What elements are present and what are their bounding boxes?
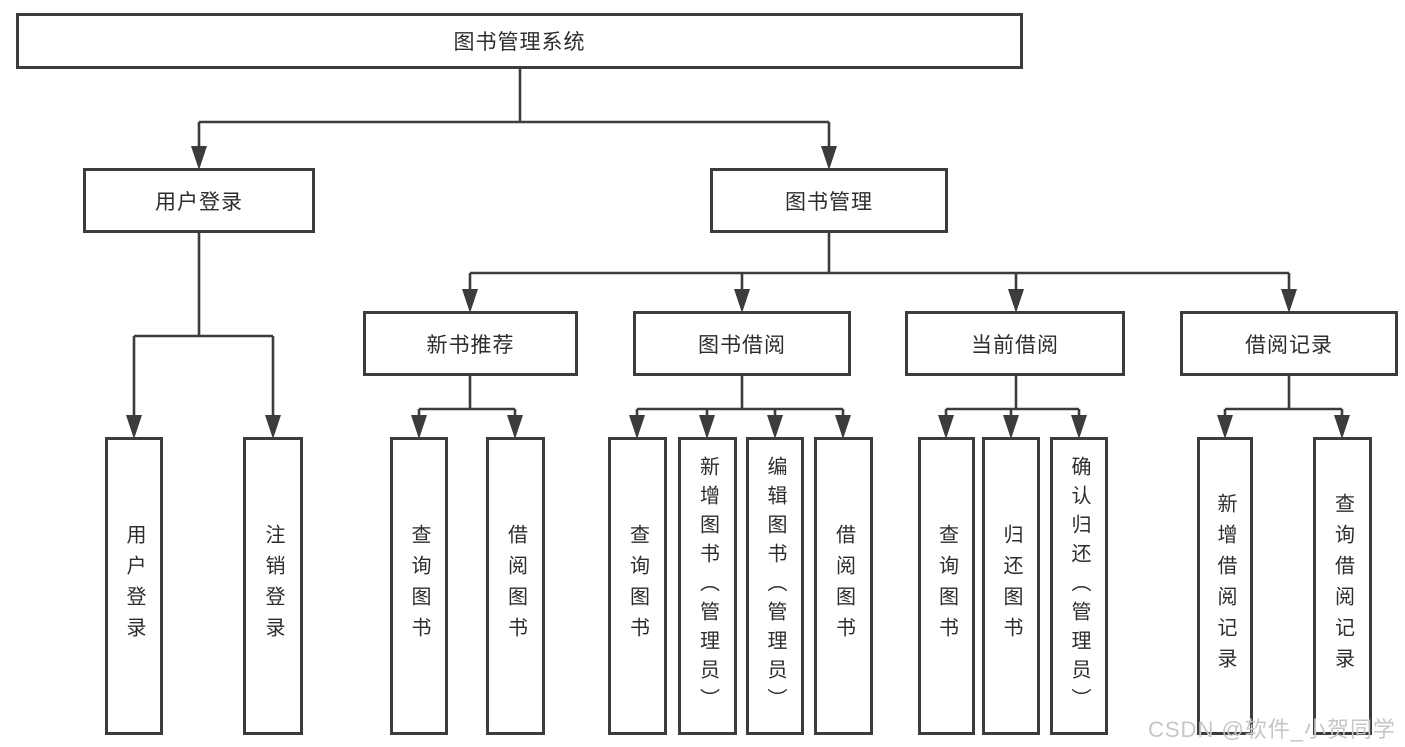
node-borrowing-records-label: 借阅记录 — [1245, 333, 1333, 357]
leaf-add-books-admin-label: 新增图书（管理员） — [696, 455, 719, 717]
node-book-management: 图书管理 — [710, 168, 948, 233]
leaf-borrow-books-recommend: 借阅图书 — [486, 437, 545, 735]
leaf-return-books: 归还图书 — [982, 437, 1040, 735]
leaf-query-books-recommend: 查询图书 — [390, 437, 448, 735]
node-current-borrowing-label: 当前借阅 — [971, 333, 1059, 357]
watermark: CSDN @软件_小贺同学 — [1148, 717, 1397, 742]
node-new-book-recommend: 新书推荐 — [363, 311, 578, 376]
leaf-edit-books-admin-label: 编辑图书（管理员） — [764, 455, 786, 717]
node-root: 图书管理系统 — [16, 13, 1023, 69]
node-root-label: 图书管理系统 — [453, 31, 586, 54]
leaf-borrow-books-recommend-label: 借阅图书 — [504, 524, 527, 648]
leaf-borrow-books-label: 借阅图书 — [832, 524, 855, 648]
leaf-confirm-return-admin: 确认归还（管理员） — [1050, 437, 1108, 735]
node-user-login-label: 用户登录 — [155, 190, 243, 214]
leaf-confirm-return-admin-label: 确认归还（管理员） — [1068, 455, 1090, 717]
leaf-query-books-borrow-label: 查询图书 — [626, 524, 649, 648]
leaf-user-login: 用户登录 — [105, 437, 163, 735]
leaf-query-books-recommend-label: 查询图书 — [408, 524, 430, 648]
leaf-borrow-books: 借阅图书 — [814, 437, 873, 735]
node-new-book-recommend-label: 新书推荐 — [426, 333, 515, 357]
leaf-edit-books-admin: 编辑图书（管理员） — [746, 437, 804, 735]
connector-line-paths — [132, 69, 1344, 419]
node-user-login: 用户登录 — [83, 168, 315, 233]
leaf-user-login-label: 用户登录 — [123, 524, 145, 648]
leaf-return-books-label: 归还图书 — [1000, 524, 1022, 648]
leaf-query-books-borrow: 查询图书 — [608, 437, 667, 735]
leaf-add-borrow-record-label: 新增借阅记录 — [1214, 493, 1236, 679]
leaf-query-books-current: 查询图书 — [918, 437, 975, 735]
leaf-query-borrow-record: 查询借阅记录 — [1313, 437, 1372, 735]
leaf-logout-label: 注销登录 — [262, 524, 284, 648]
leaf-query-borrow-record-label: 查询借阅记录 — [1331, 493, 1354, 679]
leaf-add-books-admin: 新增图书（管理员） — [678, 437, 737, 735]
leaf-query-books-current-label: 查询图书 — [935, 524, 958, 648]
leaf-logout: 注销登录 — [243, 437, 303, 735]
node-current-borrowing: 当前借阅 — [905, 311, 1125, 376]
node-book-management-label: 图书管理 — [785, 190, 873, 214]
node-book-borrowing: 图书借阅 — [633, 311, 851, 376]
node-book-borrowing-label: 图书借阅 — [698, 333, 786, 357]
connector-arrowheads — [126, 146, 1350, 439]
leaf-add-borrow-record: 新增借阅记录 — [1197, 437, 1253, 735]
node-borrowing-records: 借阅记录 — [1180, 311, 1398, 376]
